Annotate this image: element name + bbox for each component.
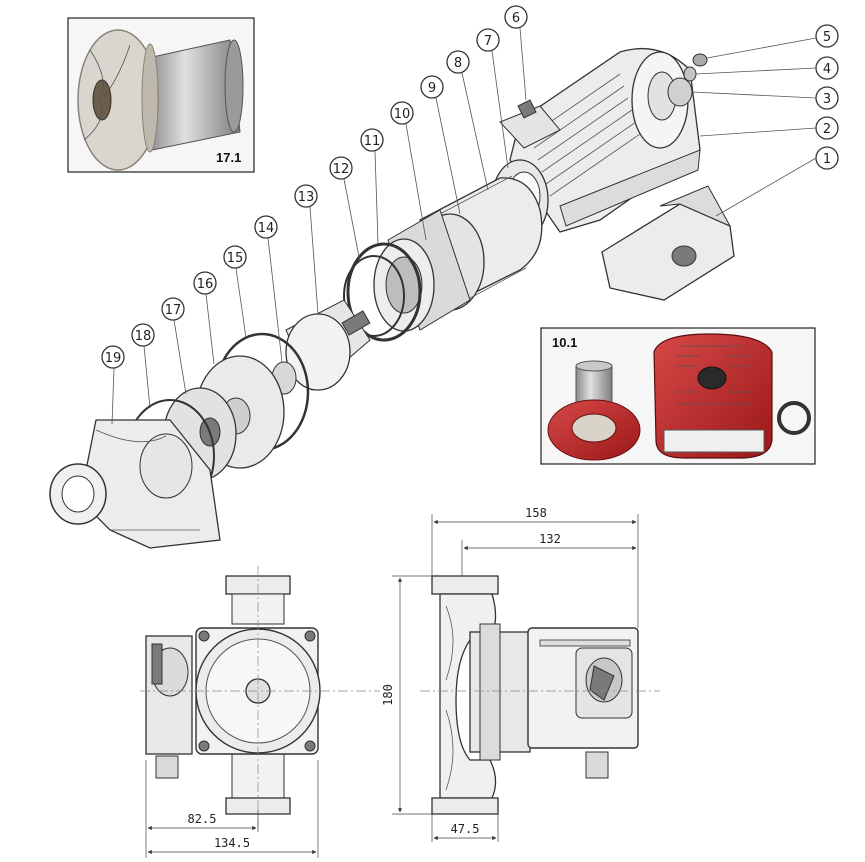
svg-text:3: 3 — [823, 92, 831, 107]
part-terminal-box — [601, 185, 735, 301]
part-pump-housing — [49, 419, 221, 549]
stator-photo: 10.1 — [540, 327, 816, 465]
side-view-dimensions: 158 132 180 47.5 — [381, 506, 639, 842]
svg-text:1: 1 — [823, 152, 831, 167]
svg-text:8: 8 — [454, 56, 462, 71]
callout-14: 14 — [254, 215, 283, 363]
callout-15: 15 — [223, 245, 247, 339]
callout-2: 2 — [699, 116, 839, 140]
callout-7: 7 — [476, 28, 509, 169]
callout-4: 4 — [695, 56, 839, 80]
svg-text:5: 5 — [823, 30, 831, 45]
side-view-drawing — [420, 575, 660, 815]
svg-text:7: 7 — [484, 34, 492, 49]
dim-front-width: 134.5 — [214, 836, 250, 850]
svg-text:18: 18 — [135, 329, 152, 344]
svg-text:9: 9 — [428, 81, 436, 96]
callout-6: 6 — [504, 5, 528, 101]
callout-16: 16 — [193, 271, 217, 365]
callout-17: 17 — [161, 297, 187, 395]
svg-text:19: 19 — [105, 351, 122, 366]
callout-8: 8 — [446, 50, 489, 191]
dim-width-overall: 158 — [525, 506, 547, 520]
exploded-view — [49, 48, 735, 549]
callout-13: 13 — [294, 184, 319, 315]
svg-text:2: 2 — [823, 122, 831, 137]
svg-text:12: 12 — [333, 162, 350, 177]
callout-10: 10 — [390, 101, 427, 241]
callout-9: 9 — [420, 75, 461, 215]
part-callouts: 1 2 3 4 5 6 7 8 9 10 11 12 13 14 15 16 1… — [101, 5, 839, 425]
dim-port-offset: 82.5 — [188, 812, 217, 826]
part-motor-head — [499, 48, 701, 233]
dim-flange-depth: 47.5 — [451, 822, 480, 836]
callout-1: 1 — [715, 146, 839, 217]
svg-text:17: 17 — [165, 303, 182, 318]
svg-text:13: 13 — [298, 190, 315, 205]
callout-12: 12 — [329, 156, 361, 263]
callout-11: 11 — [360, 128, 384, 245]
dim-height: 180 — [381, 684, 395, 706]
callout-5: 5 — [706, 24, 839, 59]
front-view-drawing — [140, 566, 380, 830]
impeller-photo: 17.1 — [67, 17, 255, 173]
svg-text:14: 14 — [258, 221, 275, 236]
dim-width-motor: 132 — [539, 532, 561, 546]
svg-text:10: 10 — [394, 107, 411, 122]
part-rotor — [285, 299, 371, 391]
callout-19: 19 — [101, 345, 125, 425]
callout-18: 18 — [131, 323, 155, 409]
front-view-dimensions: 82.5 134.5 — [145, 760, 319, 858]
svg-text:4: 4 — [823, 62, 831, 77]
impeller-photo-label: 17.1 — [216, 150, 241, 165]
svg-text:15: 15 — [227, 251, 244, 266]
svg-text:11: 11 — [364, 134, 381, 149]
svg-text:16: 16 — [197, 277, 214, 292]
callout-3: 3 — [691, 86, 839, 110]
svg-text:6: 6 — [512, 11, 520, 26]
stator-photo-label: 10.1 — [552, 335, 577, 350]
